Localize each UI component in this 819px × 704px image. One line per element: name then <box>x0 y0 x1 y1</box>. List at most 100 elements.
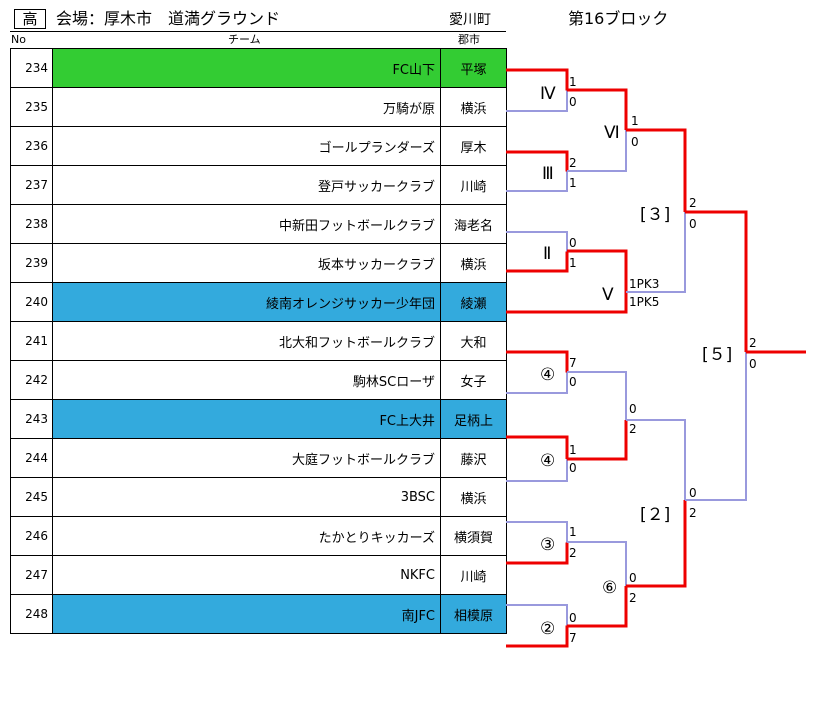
team-name: 綾南オレンジサッカー少年団 <box>52 282 441 322</box>
team-name: 南JFC <box>52 594 441 634</box>
score-label: 2 <box>689 196 697 210</box>
bracket-line <box>506 68 569 91</box>
team-name: 北大和フットボールクラブ <box>52 321 441 361</box>
bracket-line <box>567 420 628 461</box>
score-label: 2 <box>749 336 757 350</box>
bracket-line <box>506 625 569 648</box>
column-header-team: チーム <box>228 33 261 46</box>
team-name: 3BSC <box>52 477 441 517</box>
team-city: 綾瀬 <box>440 282 507 322</box>
score-label: 7 <box>569 356 577 370</box>
team-number: 245 <box>10 477 53 517</box>
score-label: 0 <box>631 135 639 149</box>
bracket-line <box>567 130 627 172</box>
team-number: 247 <box>10 555 53 595</box>
score-label: 1PK3 <box>629 277 659 291</box>
bracket-line <box>506 231 568 252</box>
bracket-line <box>506 350 569 373</box>
bracket-line <box>567 371 627 420</box>
team-name: 登戸サッカークラブ <box>52 165 441 205</box>
team-number: 240 <box>10 282 53 322</box>
round-label: ③ <box>540 535 555 555</box>
bracket-line <box>506 372 568 394</box>
team-number: 243 <box>10 399 53 439</box>
score-label: 1 <box>631 114 639 128</box>
score-label: 0 <box>569 236 577 250</box>
round-label: ② <box>540 619 555 639</box>
column-header-city: 郡市 <box>458 33 480 46</box>
round-label: Ⅵ <box>604 123 620 143</box>
team-name: FC上大井 <box>52 399 441 439</box>
header-divider <box>10 31 506 32</box>
team-name: たかとりキッカーズ <box>52 516 441 556</box>
bracket-line <box>506 435 569 459</box>
score-label: 1PK5 <box>629 295 659 309</box>
bracket-line <box>506 171 568 192</box>
team-number: 239 <box>10 243 53 283</box>
bracket-line <box>506 90 568 112</box>
bracket-line <box>506 292 628 314</box>
team-number: 244 <box>10 438 53 478</box>
bracket-line <box>567 586 628 628</box>
round-label: ④ <box>540 365 555 385</box>
team-city: 川崎 <box>440 555 507 595</box>
score-label: 2 <box>569 546 577 560</box>
score-label: 0 <box>569 461 577 475</box>
score-label: 0 <box>629 571 637 585</box>
score-label: 7 <box>569 631 577 645</box>
round-label: [３] <box>640 205 670 225</box>
round-label: ⑥ <box>602 578 617 598</box>
team-city: 平塚 <box>440 48 507 88</box>
round-label: [５] <box>702 345 732 365</box>
bracket-line <box>685 210 748 352</box>
team-city: 横須賀 <box>440 516 507 556</box>
bracket-line <box>567 88 628 130</box>
team-city: 藤沢 <box>440 438 507 478</box>
round-label: Ⅳ <box>540 84 556 104</box>
team-number: 237 <box>10 165 53 205</box>
score-label: 1 <box>569 75 577 89</box>
team-number: 241 <box>10 321 53 361</box>
round-label: Ⅴ <box>602 285 614 305</box>
bracket-line <box>506 521 568 543</box>
bracket-line <box>506 604 568 626</box>
team-name: ゴールプランダーズ <box>52 126 441 166</box>
bracket-line <box>626 128 687 212</box>
bracket-line <box>567 541 627 586</box>
score-label: 0 <box>569 375 577 389</box>
bracket-line <box>506 459 568 482</box>
score-label: 0 <box>569 611 577 625</box>
bracket-line <box>506 251 569 273</box>
team-name: 大庭フットボールクラブ <box>52 438 441 478</box>
team-city: 海老名 <box>440 204 507 244</box>
bracket-line <box>506 542 569 565</box>
team-number: 248 <box>10 594 53 634</box>
score-label: 2 <box>569 156 577 170</box>
team-number: 242 <box>10 360 53 400</box>
round-label: ④ <box>540 451 555 471</box>
score-label: 0 <box>629 402 637 416</box>
venue-title: 会場：厚木市 道満グラウンド <box>56 9 281 28</box>
score-label: 0 <box>689 217 697 231</box>
team-city: 相模原 <box>440 594 507 634</box>
host-city: 愛川町 <box>449 12 491 28</box>
score-label: 1 <box>569 256 577 270</box>
score-label: 2 <box>629 422 637 436</box>
team-name: 坂本サッカークラブ <box>52 243 441 283</box>
score-label: 1 <box>569 176 577 190</box>
round-label: Ⅱ <box>543 244 551 264</box>
team-city: 大和 <box>440 321 507 361</box>
team-city: 足柄上 <box>440 399 507 439</box>
team-city: 横浜 <box>440 243 507 283</box>
